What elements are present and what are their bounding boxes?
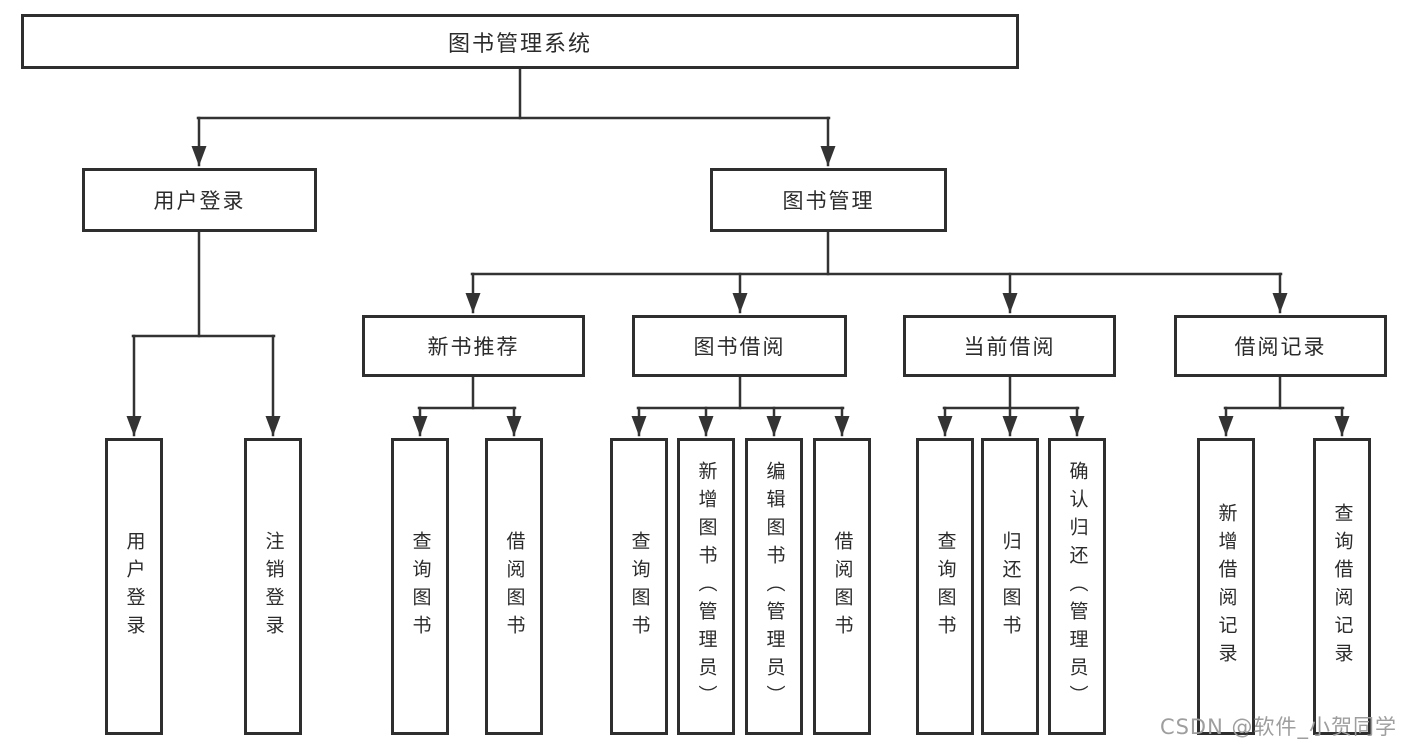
node-root: 图书管理系统 [21,14,1019,69]
leaf-logout: 注销登录 [244,438,302,735]
leaf-user-login: 用户登录 [105,438,163,735]
leaf-borrow-books-recommend: 借阅图书 [485,438,543,735]
leaf-borrow-books: 借阅图书 [813,438,871,735]
node-new-book-recommend: 新书推荐 [362,315,585,377]
node-book-management: 图书管理 [710,168,947,232]
node-current-borrow: 当前借阅 [903,315,1116,377]
leaf-add-books-admin: 新增图书（管理员） [677,438,735,735]
leaf-query-books-borrow: 查询图书 [610,438,668,735]
node-book-borrow: 图书借阅 [632,315,847,377]
node-borrow-records: 借阅记录 [1174,315,1387,377]
leaf-query-books-recommend: 查询图书 [391,438,449,735]
leaf-confirm-return-admin: 确认归还（管理员） [1048,438,1106,735]
leaf-query-books-current: 查询图书 [916,438,974,735]
leaf-add-borrow-record: 新增借阅记录 [1197,438,1255,735]
watermark: CSDN @软件_小贺同学 [1159,715,1397,739]
node-user-login: 用户登录 [82,168,317,232]
leaf-edit-books-admin: 编辑图书（管理员） [745,438,803,735]
leaf-return-books: 归还图书 [981,438,1039,735]
leaf-query-borrow-record: 查询借阅记录 [1313,438,1371,735]
